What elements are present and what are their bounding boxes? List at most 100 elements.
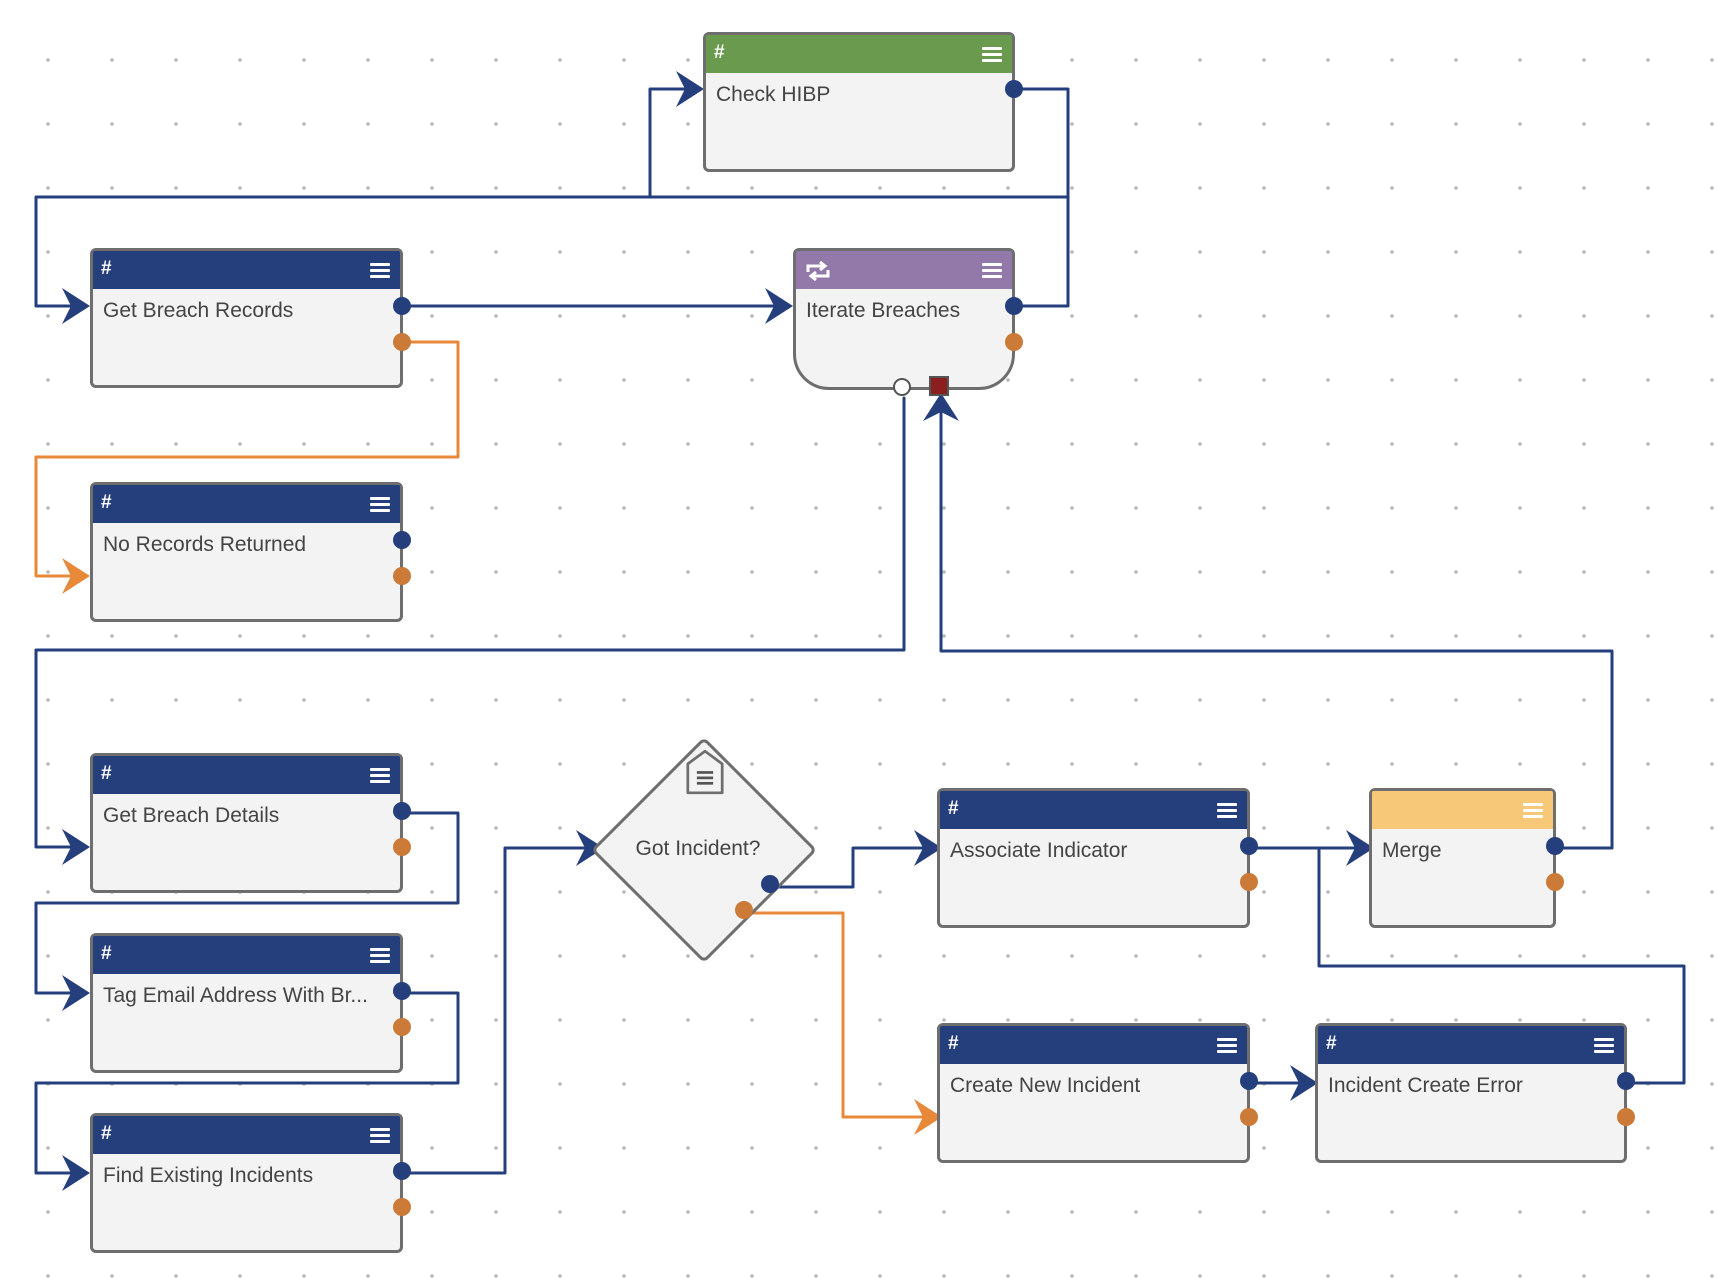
menu-icon[interactable] [1217,803,1237,818]
node-title: Find Existing Incidents [103,1164,314,1187]
failure-port[interactable] [393,333,411,351]
node-title: Get Breach Records [103,299,294,322]
wire-merge-to-iterate-end[interactable] [939,396,1614,850]
success-port[interactable] [1005,80,1023,98]
node-iterate-breaches[interactable]: Iterate Breaches [793,248,1023,390]
arrowhead-tag-email [62,975,90,1011]
menu-icon[interactable] [1594,1038,1614,1053]
node-get-breach-records[interactable]: # Get Breach Records [90,248,411,388]
node-check-hibp[interactable]: # Check HIBP [703,32,1023,172]
success-port[interactable] [1546,837,1564,855]
wire-got-incident-to-create-new[interactable] [745,911,940,1119]
hash-icon: # [101,492,112,513]
hash-icon: # [948,798,959,819]
failure-port[interactable] [393,1018,411,1036]
node-title: Create New Incident [950,1074,1141,1097]
failure-port[interactable] [1240,873,1258,891]
node-header [1372,791,1553,829]
node-title: Tag Email Address With Br... [103,984,368,1007]
success-port[interactable] [761,875,779,893]
node-title: Merge [1382,839,1442,862]
node-header: # [93,756,400,794]
node-find-existing-incidents[interactable]: # Find Existing Incidents [90,1113,411,1253]
hash-icon: # [714,42,725,63]
arrowhead-incident-create-error [1290,1065,1318,1101]
wire-iterate-to-check-hibp[interactable] [648,87,1070,308]
node-incident-create-error[interactable]: # Incident Create Error [1315,1023,1635,1163]
success-port[interactable] [1005,297,1023,315]
menu-icon[interactable] [1217,1038,1237,1053]
wire-error-to-merge[interactable] [1317,846,1686,1085]
menu-icon[interactable] [982,47,1002,62]
decision-icon [686,749,724,795]
menu-icon[interactable] [370,497,390,512]
node-header [796,251,1012,289]
success-port[interactable] [393,982,411,1000]
failure-port[interactable] [735,901,753,919]
menu-icon[interactable] [370,1128,390,1143]
loop-end-port[interactable] [929,376,949,396]
failure-port[interactable] [1240,1108,1258,1126]
menu-icon[interactable] [370,263,390,278]
wire-got-incident-to-associate[interactable] [771,846,940,889]
failure-port[interactable] [393,567,411,585]
failure-port[interactable] [1617,1108,1635,1126]
success-port[interactable] [393,802,411,820]
failure-port[interactable] [1546,873,1564,891]
arrowhead-merge [1346,830,1374,866]
menu-icon[interactable] [370,948,390,963]
arrowhead-iterate-end [923,393,959,421]
success-port[interactable] [393,1162,411,1180]
node-header: # [940,791,1247,829]
hash-icon: # [101,763,112,784]
node-title: Iterate Breaches [806,299,961,322]
node-header: # [93,485,400,523]
success-port[interactable] [1240,837,1258,855]
hash-icon: # [1326,1033,1337,1054]
success-port[interactable] [1617,1072,1635,1090]
node-title: Associate Indicator [950,839,1128,862]
node-header: # [1318,1026,1624,1064]
arrowheads-failure [62,558,942,1135]
hash-icon: # [101,258,112,279]
arrowhead-create-new [914,1099,942,1135]
node-header: # [93,1116,400,1154]
failure-port[interactable] [393,1198,411,1216]
menu-icon[interactable] [1523,803,1543,818]
node-merge[interactable]: Merge [1369,788,1564,928]
loop-body-port[interactable] [893,378,911,396]
node-title: Get Breach Details [103,804,280,827]
arrowhead-get-breach-records [62,288,90,324]
wire-check-hibp-to-get-breach-records[interactable] [34,87,1070,308]
menu-icon[interactable] [982,263,1002,278]
wire-find-existing-to-got-incident[interactable] [401,846,598,1175]
success-port[interactable] [393,531,411,549]
node-tag-email-address[interactable]: # Tag Email Address With Br... [90,933,411,1073]
wire-iterate-body-to-get-breach-details[interactable] [34,396,906,849]
arrowhead-associate [914,830,942,866]
failure-port[interactable] [1005,333,1023,351]
failure-port[interactable] [393,838,411,856]
arrowheads [62,71,1374,1191]
node-header: # [93,251,400,289]
success-port[interactable] [393,297,411,315]
node-create-new-incident[interactable]: # Create New Incident [937,1023,1258,1163]
success-port[interactable] [1240,1072,1258,1090]
arrowhead-check-hibp [676,71,704,107]
node-no-records-returned[interactable]: # No Records Returned [90,482,411,622]
node-get-breach-details[interactable]: # Get Breach Details [90,753,411,893]
arrowhead-no-records [62,558,90,594]
arrowhead-got-incident [576,830,604,866]
hash-icon: # [948,1033,959,1054]
wire-get-breach-records-to-no-records[interactable] [34,340,460,578]
node-title: Check HIBP [716,83,831,106]
menu-icon[interactable] [370,768,390,783]
loop-icon [806,260,830,282]
arrowhead-get-breach-details [62,829,90,865]
node-header: # [93,936,400,974]
wire-tag-email-to-find-existing[interactable] [34,991,460,1175]
node-title: No Records Returned [103,533,307,556]
wire-get-breach-details-to-tag-email[interactable] [34,811,460,995]
node-associate-indicator[interactable]: # Associate Indicator [937,788,1258,928]
